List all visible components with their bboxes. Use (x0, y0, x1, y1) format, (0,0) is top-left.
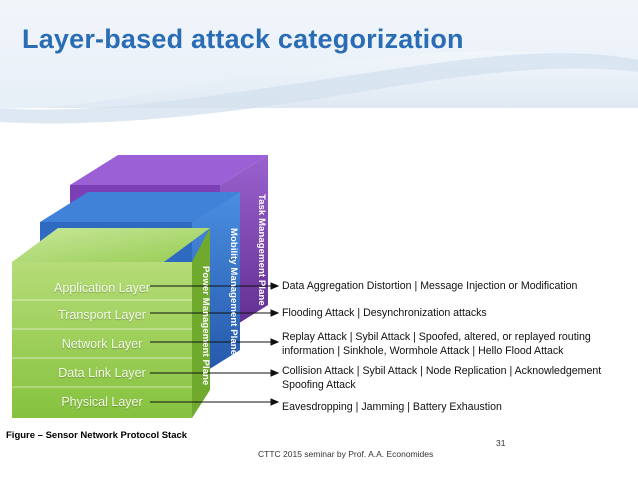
arrow-head (270, 338, 280, 346)
arrow-head (270, 369, 280, 377)
arrow-head (270, 282, 280, 290)
footer-credit: CTTC 2015 seminar by Prof. A.A. Economid… (258, 449, 434, 459)
figure-caption: Figure – Sensor Network Protocol Stack (6, 430, 188, 441)
page-number: 31 (496, 438, 506, 448)
attacks-datalink: Collision Attack | Sybil Attack | Node R… (282, 365, 602, 391)
layer-transport: Transport Layer (58, 308, 146, 322)
task-plane-top (70, 155, 268, 185)
attacks-network: Replay Attack | Sybil Attack | Spoofed, … (282, 331, 591, 357)
plane-task: Task Management Plane (256, 194, 267, 306)
plane-mobility: Mobility Management Plane (228, 228, 239, 356)
attacks-transport: Flooding Attack | Desynchronization atta… (282, 307, 487, 319)
arrows (150, 282, 280, 406)
slide-title: Layer-based attack categorization (22, 24, 464, 54)
layer-network: Network Layer (61, 337, 143, 351)
layer-datalink: Data Link Layer (58, 366, 146, 380)
title-swoosh (0, 0, 638, 124)
arrow-head (270, 309, 280, 317)
power-plane-side (192, 228, 210, 418)
mobility-plane-top (40, 192, 240, 222)
attacks-physical: Eavesdropping | Jamming | Battery Exhaus… (282, 401, 502, 413)
layer-physical: Physical Layer (61, 395, 143, 409)
arrow-head (270, 398, 280, 406)
power-plane-front (12, 262, 192, 418)
power-plane-top (12, 228, 210, 262)
attacks-application: Data Aggregation Distortion | Message In… (282, 280, 578, 292)
plane-power: Power Management Plane (200, 266, 211, 386)
layer-application: Application Layer (54, 281, 150, 295)
